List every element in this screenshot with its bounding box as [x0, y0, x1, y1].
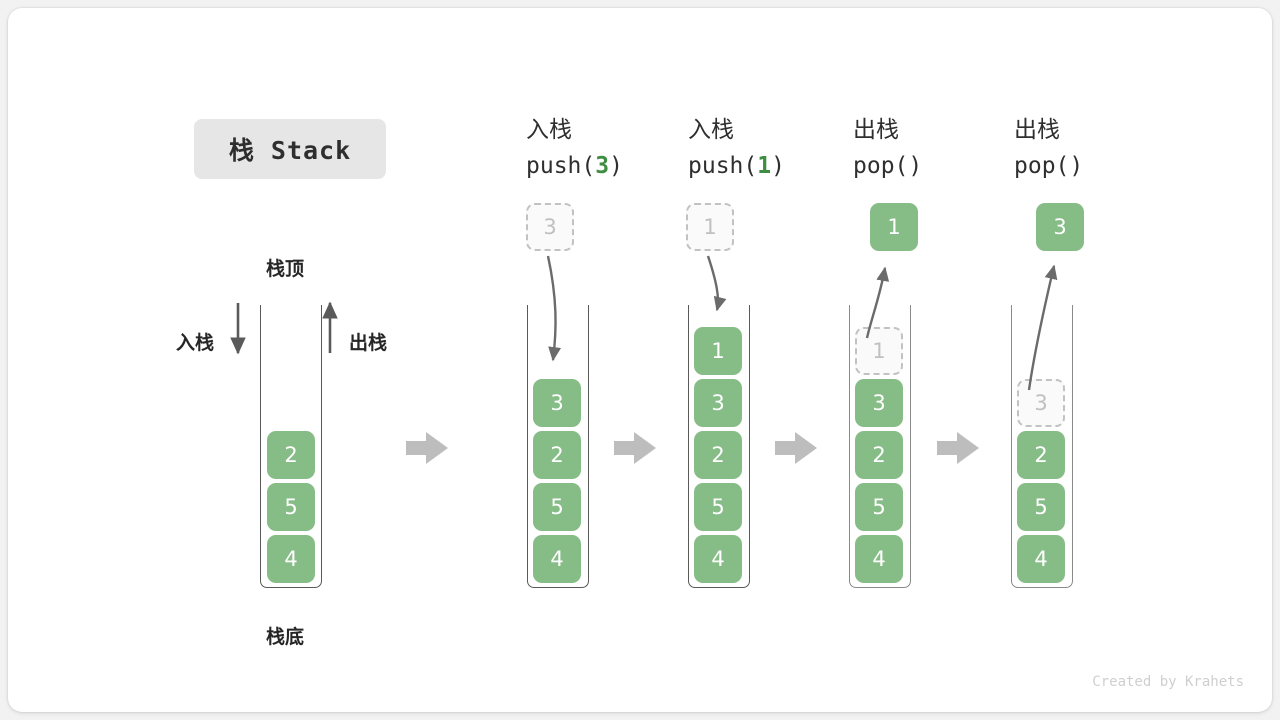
stage-header-cn: 出栈: [1014, 117, 1060, 143]
stack-cell: 3: [855, 379, 903, 427]
stage-transition-arrow: [614, 432, 656, 464]
stage-header-code: push(1): [688, 148, 785, 184]
ghost-cell: 3: [1017, 379, 1065, 427]
stack-cell: 2: [855, 431, 903, 479]
code-post: ): [1069, 153, 1084, 179]
code-post: ): [771, 153, 785, 179]
ghost-cell: 3: [526, 203, 574, 251]
stack-cell: 4: [1017, 535, 1065, 583]
code-post: ): [908, 153, 923, 179]
stage-header-code: pop(): [1014, 148, 1083, 184]
popped-cell: 3: [1036, 203, 1084, 251]
code-pre: push(: [526, 153, 596, 179]
stack-top-label: 栈顶: [266, 258, 305, 280]
stack-cell: 2: [267, 431, 315, 479]
motion-arrow-push-1: [706, 255, 727, 312]
diagram-title: 栈 Stack: [194, 119, 386, 179]
stack-cell: 3: [533, 379, 581, 427]
code-pre: pop(: [853, 153, 909, 179]
stage-transition-arrow: [775, 432, 817, 464]
stack-cell: 4: [694, 535, 742, 583]
diagram-card: 栈 Stack 栈顶 栈底 入栈 出栈 2 5 4 入栈 push(3) 3 3…: [8, 8, 1272, 712]
ghost-cell: 1: [686, 203, 734, 251]
push-direction-label: 入栈: [176, 332, 215, 354]
popped-cell: 1: [870, 203, 918, 251]
stack-cell: 2: [694, 431, 742, 479]
code-pre: push(: [688, 153, 758, 179]
footer-credit: Created by Krahets: [1092, 674, 1244, 690]
code-pre: pop(: [1014, 153, 1070, 179]
stack-cell: 4: [267, 535, 315, 583]
stack-cell: 5: [533, 483, 581, 531]
stage-header-cn: 出栈: [853, 117, 899, 143]
pop-direction-label: 出栈: [349, 332, 388, 354]
stack-cell: 3: [694, 379, 742, 427]
stack-cell: 5: [267, 483, 315, 531]
stage-header-code: pop(): [853, 148, 922, 184]
code-arg: 1: [757, 153, 772, 179]
stage-header-code: push(3): [526, 148, 623, 184]
stage-header-pop-1: 出栈 pop(): [853, 112, 922, 184]
stack-cell: 2: [1017, 431, 1065, 479]
code-arg: 3: [595, 153, 610, 179]
stack-container-pop-1: [849, 305, 911, 588]
stage-header-push-3: 入栈 push(3): [526, 112, 623, 184]
stack-cell: 2: [533, 431, 581, 479]
stage-header-cn: 入栈: [688, 117, 734, 143]
code-post: ): [609, 153, 623, 179]
stack-bottom-label: 栈底: [266, 626, 305, 648]
stage-header-cn: 入栈: [526, 117, 572, 143]
stack-container-initial: [260, 305, 322, 588]
stage-header-pop-3: 出栈 pop(): [1014, 112, 1083, 184]
stack-container-push-3: [527, 305, 589, 588]
stack-container-pop-3: [1011, 305, 1073, 588]
stack-cell: 5: [1017, 483, 1065, 531]
stack-cell: 5: [694, 483, 742, 531]
stage-transition-arrow: [937, 432, 979, 464]
ghost-cell: 1: [855, 327, 903, 375]
stack-cell: 1: [694, 327, 742, 375]
stage-transition-arrow: [406, 432, 448, 464]
stack-cell: 4: [533, 535, 581, 583]
stack-container-push-1: [688, 305, 750, 588]
stage-header-push-1: 入栈 push(1): [688, 112, 785, 184]
stack-cell: 4: [855, 535, 903, 583]
stack-cell: 5: [855, 483, 903, 531]
